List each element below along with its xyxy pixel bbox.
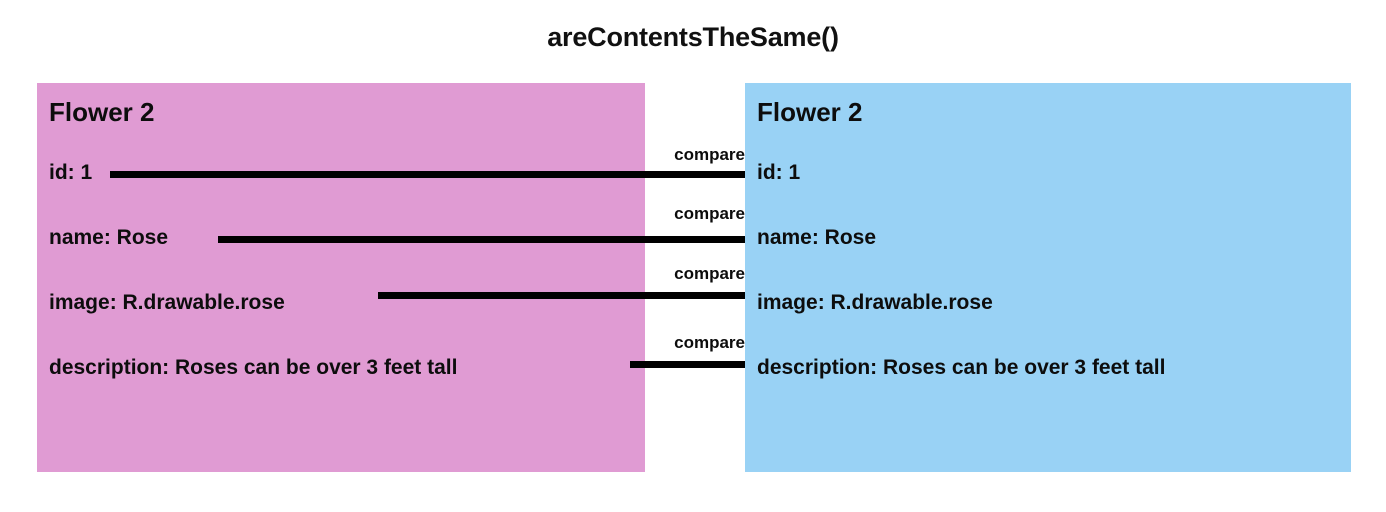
right-object-panel: Flower 2 id: 1 name: Rose image: R.drawa…	[745, 83, 1351, 472]
compare-label-name: compare	[674, 204, 745, 223]
compare-label-id: compare	[674, 145, 745, 164]
left-object-panel: Flower 2 id: 1 name: Rose image: R.drawa…	[37, 83, 645, 472]
left-field-image: image: R.drawable.rose	[49, 291, 285, 314]
right-field-id: id: 1	[757, 161, 801, 184]
right-field-name: name: Rose	[757, 226, 877, 249]
page-title: areContentsTheSame()	[547, 22, 839, 52]
left-field-description: description: Roses can be over 3 feet ta…	[49, 356, 458, 379]
compare-label-image: compare	[674, 264, 745, 283]
right-field-description: description: Roses can be over 3 feet ta…	[757, 356, 1166, 379]
connector-line-id	[110, 171, 745, 178]
connector-line-description	[630, 361, 745, 368]
right-panel-heading: Flower 2	[757, 97, 863, 127]
left-field-name: name: Rose	[49, 226, 169, 249]
right-field-image: image: R.drawable.rose	[757, 291, 993, 314]
compare-label-description: compare	[674, 333, 745, 352]
connector-line-name	[218, 236, 745, 243]
left-panel-heading: Flower 2	[49, 97, 155, 127]
connector-line-image	[378, 292, 745, 299]
left-field-id: id: 1	[49, 161, 93, 184]
